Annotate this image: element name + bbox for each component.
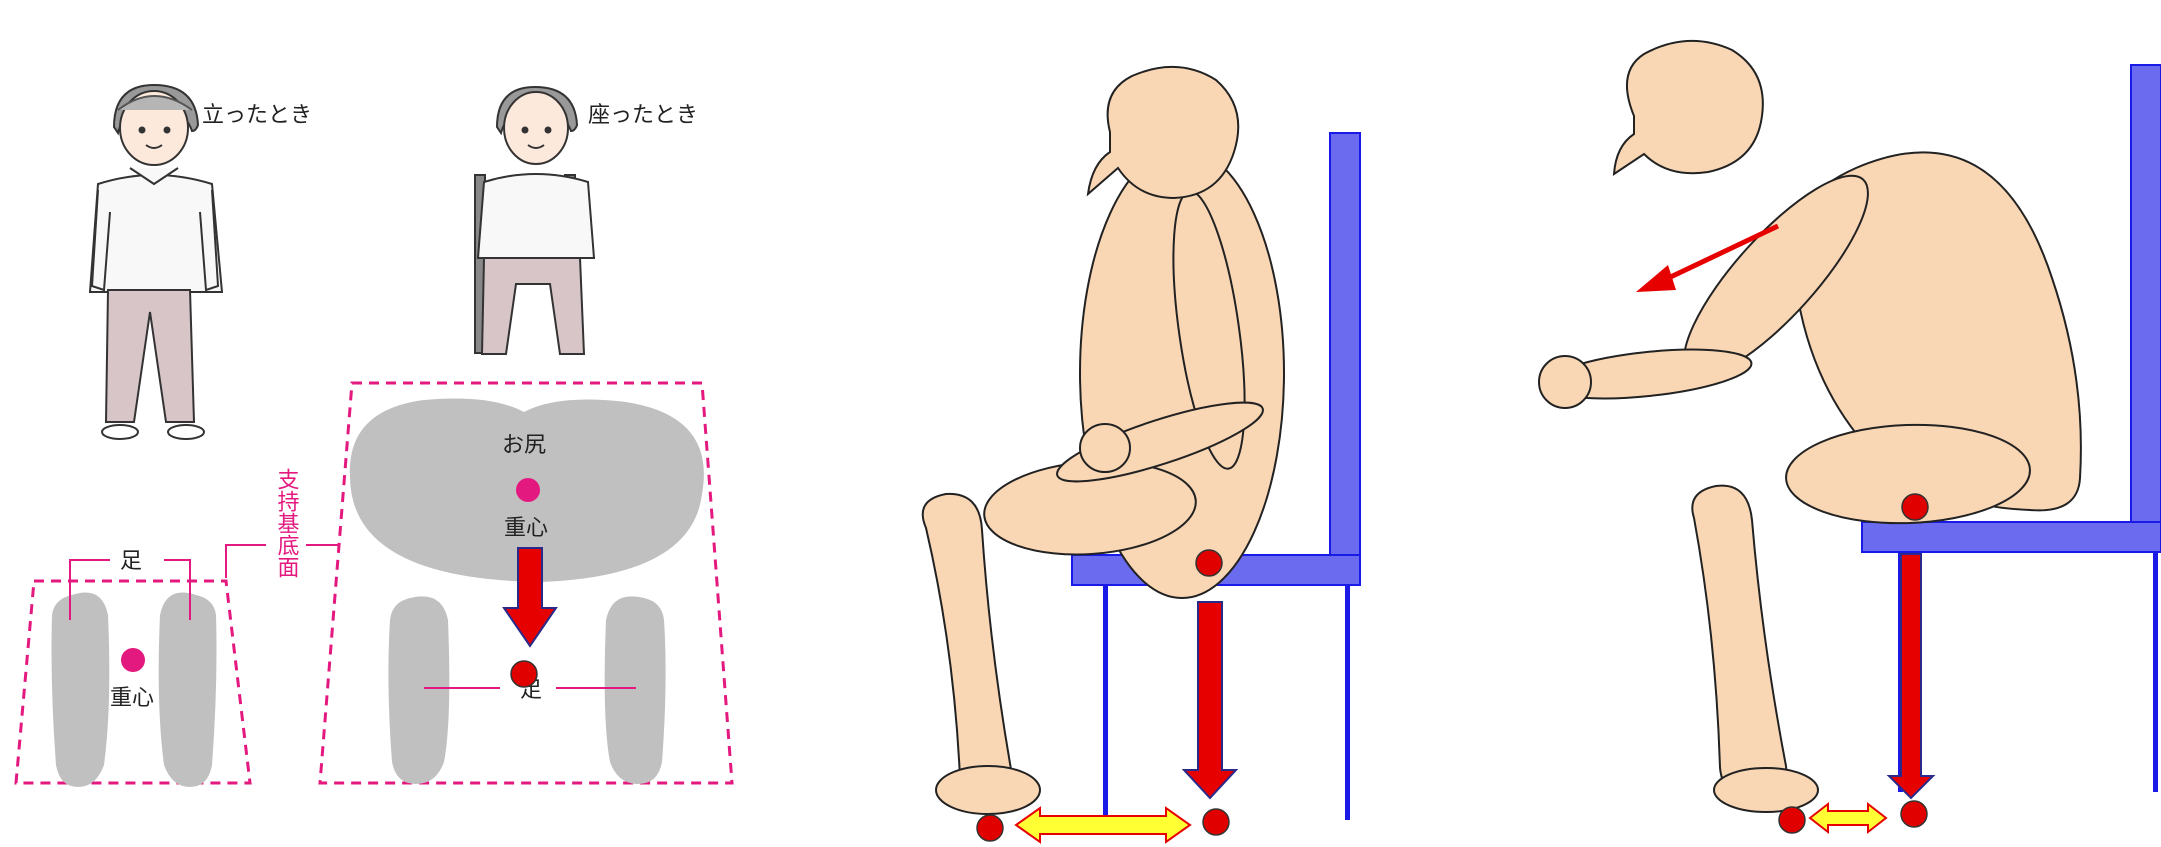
support-base-label: 支持基底面 bbox=[274, 468, 300, 578]
foot-dot-upright bbox=[977, 815, 1003, 841]
center-projection-dot bbox=[511, 661, 537, 687]
seat-center-dot-leaning bbox=[1902, 494, 1928, 520]
foot-dot-leaning bbox=[1779, 807, 1805, 833]
foot-right-small bbox=[159, 593, 217, 788]
foot-right-large bbox=[605, 596, 666, 784]
foot-label-small: 足 bbox=[120, 549, 142, 574]
sitting-label: 座ったとき bbox=[588, 103, 698, 128]
elderly-man-standing-icon bbox=[90, 85, 222, 439]
gravity-arrow-upright bbox=[1184, 602, 1236, 798]
floor-center-dot-upright bbox=[1203, 809, 1229, 835]
seat-center-dot bbox=[1196, 550, 1222, 576]
center-dot-large bbox=[516, 478, 540, 502]
center-label-small: 重心 bbox=[110, 686, 154, 711]
buttocks-label: お尻 bbox=[502, 433, 546, 458]
left-panel: 立ったとき 座ったとき 足 重心 支持基底面 お尻 重心 bbox=[16, 85, 732, 787]
floor-center-dot-leaning bbox=[1901, 801, 1927, 827]
elderly-man-sitting-icon bbox=[475, 87, 594, 354]
distance-double-arrow-narrow bbox=[1810, 804, 1886, 832]
foot-left-large bbox=[388, 596, 449, 784]
center-dot-small bbox=[121, 648, 145, 672]
right-panel-leaning bbox=[1539, 41, 2161, 833]
standing-label: 立ったとき bbox=[202, 103, 312, 128]
gravity-arrow-leaning bbox=[1889, 554, 1933, 798]
foot-left-small bbox=[52, 593, 110, 788]
mannequin-leaning bbox=[1539, 41, 2081, 812]
lean-arrow-head bbox=[1636, 265, 1676, 292]
middle-panel-upright bbox=[923, 67, 1360, 842]
center-label-large: 重心 bbox=[504, 516, 548, 541]
